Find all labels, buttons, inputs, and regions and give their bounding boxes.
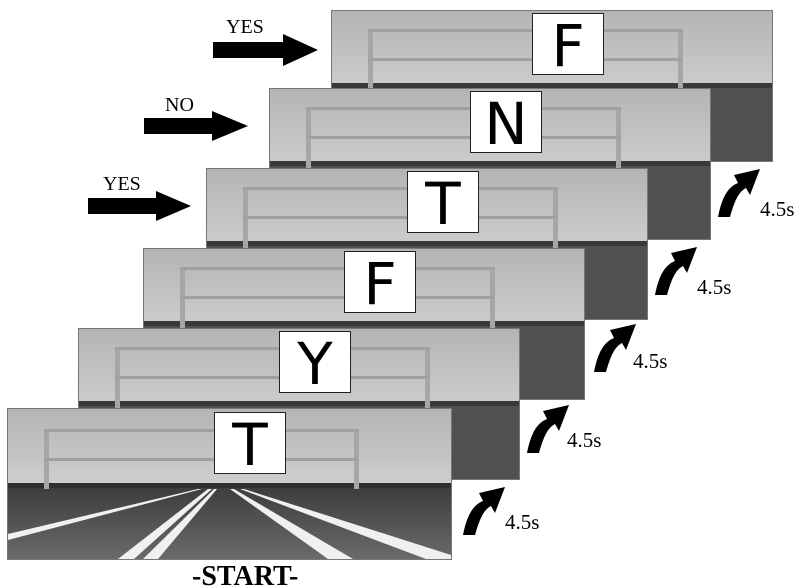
- sign-letter: T: [231, 413, 268, 473]
- sign-letter: N: [484, 92, 527, 152]
- curved-arrow-icon: [718, 169, 760, 217]
- right-arrow-icon: [88, 191, 191, 221]
- response-label-frame-5: NO: [165, 94, 194, 116]
- interval-label: 4.5s: [567, 428, 602, 452]
- curved-arrow-icon: [463, 487, 505, 535]
- sign-letter: F: [363, 252, 396, 312]
- interval-label: 4.5s: [633, 349, 668, 373]
- letter-sign: F: [532, 12, 604, 80]
- letter-sign: Y: [279, 330, 351, 398]
- sign-letter: Y: [296, 332, 333, 392]
- curved-arrow-icon: [527, 405, 569, 453]
- road-scene: [8, 409, 451, 559]
- curved-arrow-icon: [655, 247, 697, 295]
- curved-arrow-icon: [594, 324, 636, 372]
- response-label-frame-4: YES: [103, 173, 141, 195]
- interval-label: 4.5s: [760, 197, 795, 221]
- sign-letter: F: [551, 14, 584, 74]
- stimulus-frame-1: [8, 409, 451, 559]
- letter-sign: T: [407, 170, 479, 238]
- letter-sign: F: [344, 250, 416, 318]
- sign-letter: T: [424, 172, 461, 232]
- interval-label: 4.5s: [505, 510, 540, 534]
- right-arrow-icon: [144, 111, 248, 141]
- interval-label: 4.5s: [697, 275, 732, 299]
- response-label-frame-6: YES: [226, 16, 264, 38]
- letter-sign: N: [470, 90, 542, 158]
- start-label: -START-: [192, 561, 299, 587]
- letter-sign: T: [214, 411, 286, 479]
- right-arrow-icon: [213, 34, 318, 66]
